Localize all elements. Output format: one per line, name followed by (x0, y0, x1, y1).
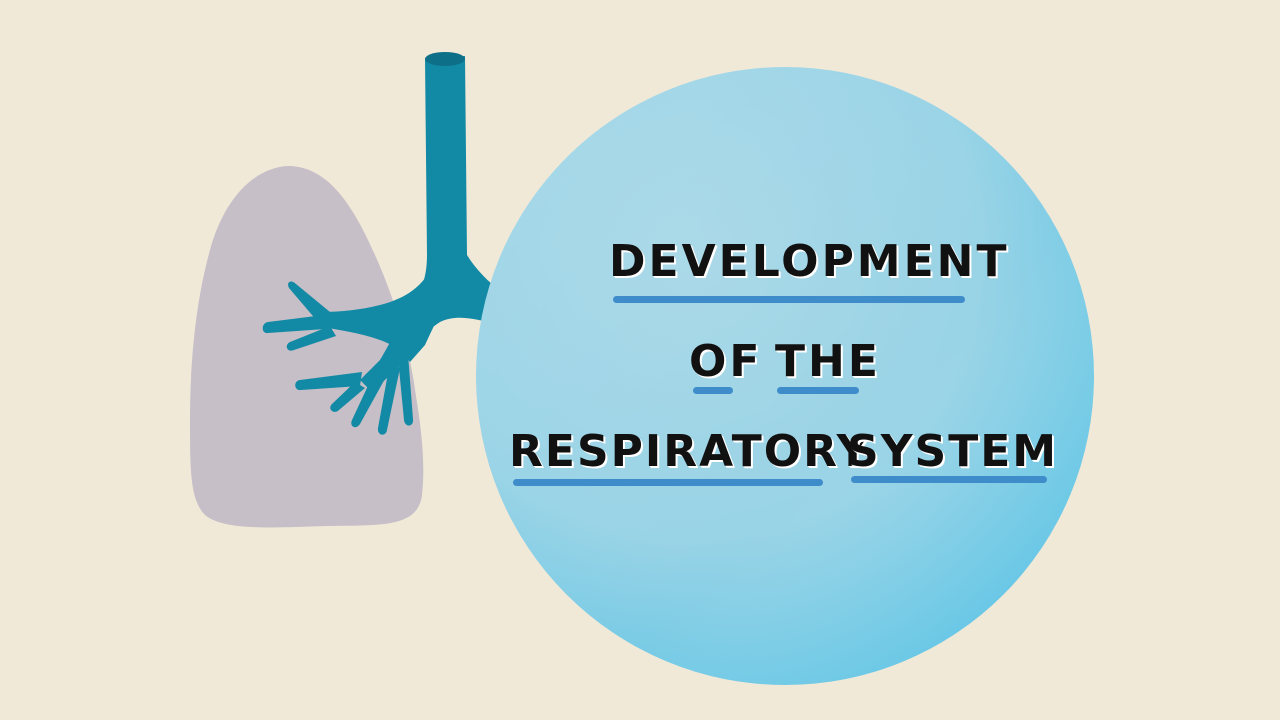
trachea-and-bronchi (262, 52, 493, 435)
underline-development (613, 296, 965, 303)
title-word-of: of (689, 336, 763, 387)
title-word-system: System (847, 426, 1059, 477)
underline-of (693, 387, 733, 394)
title-block: Development of the Respiratory System (477, 66, 1093, 686)
underline-system (851, 476, 1047, 483)
underline-the (777, 387, 859, 394)
title-word-the: the (775, 336, 881, 387)
title-word-respiratory: Respiratory (509, 426, 871, 477)
lung-shape (190, 166, 424, 528)
title-line-1: Development (609, 236, 1010, 287)
underline-respiratory (513, 479, 823, 486)
